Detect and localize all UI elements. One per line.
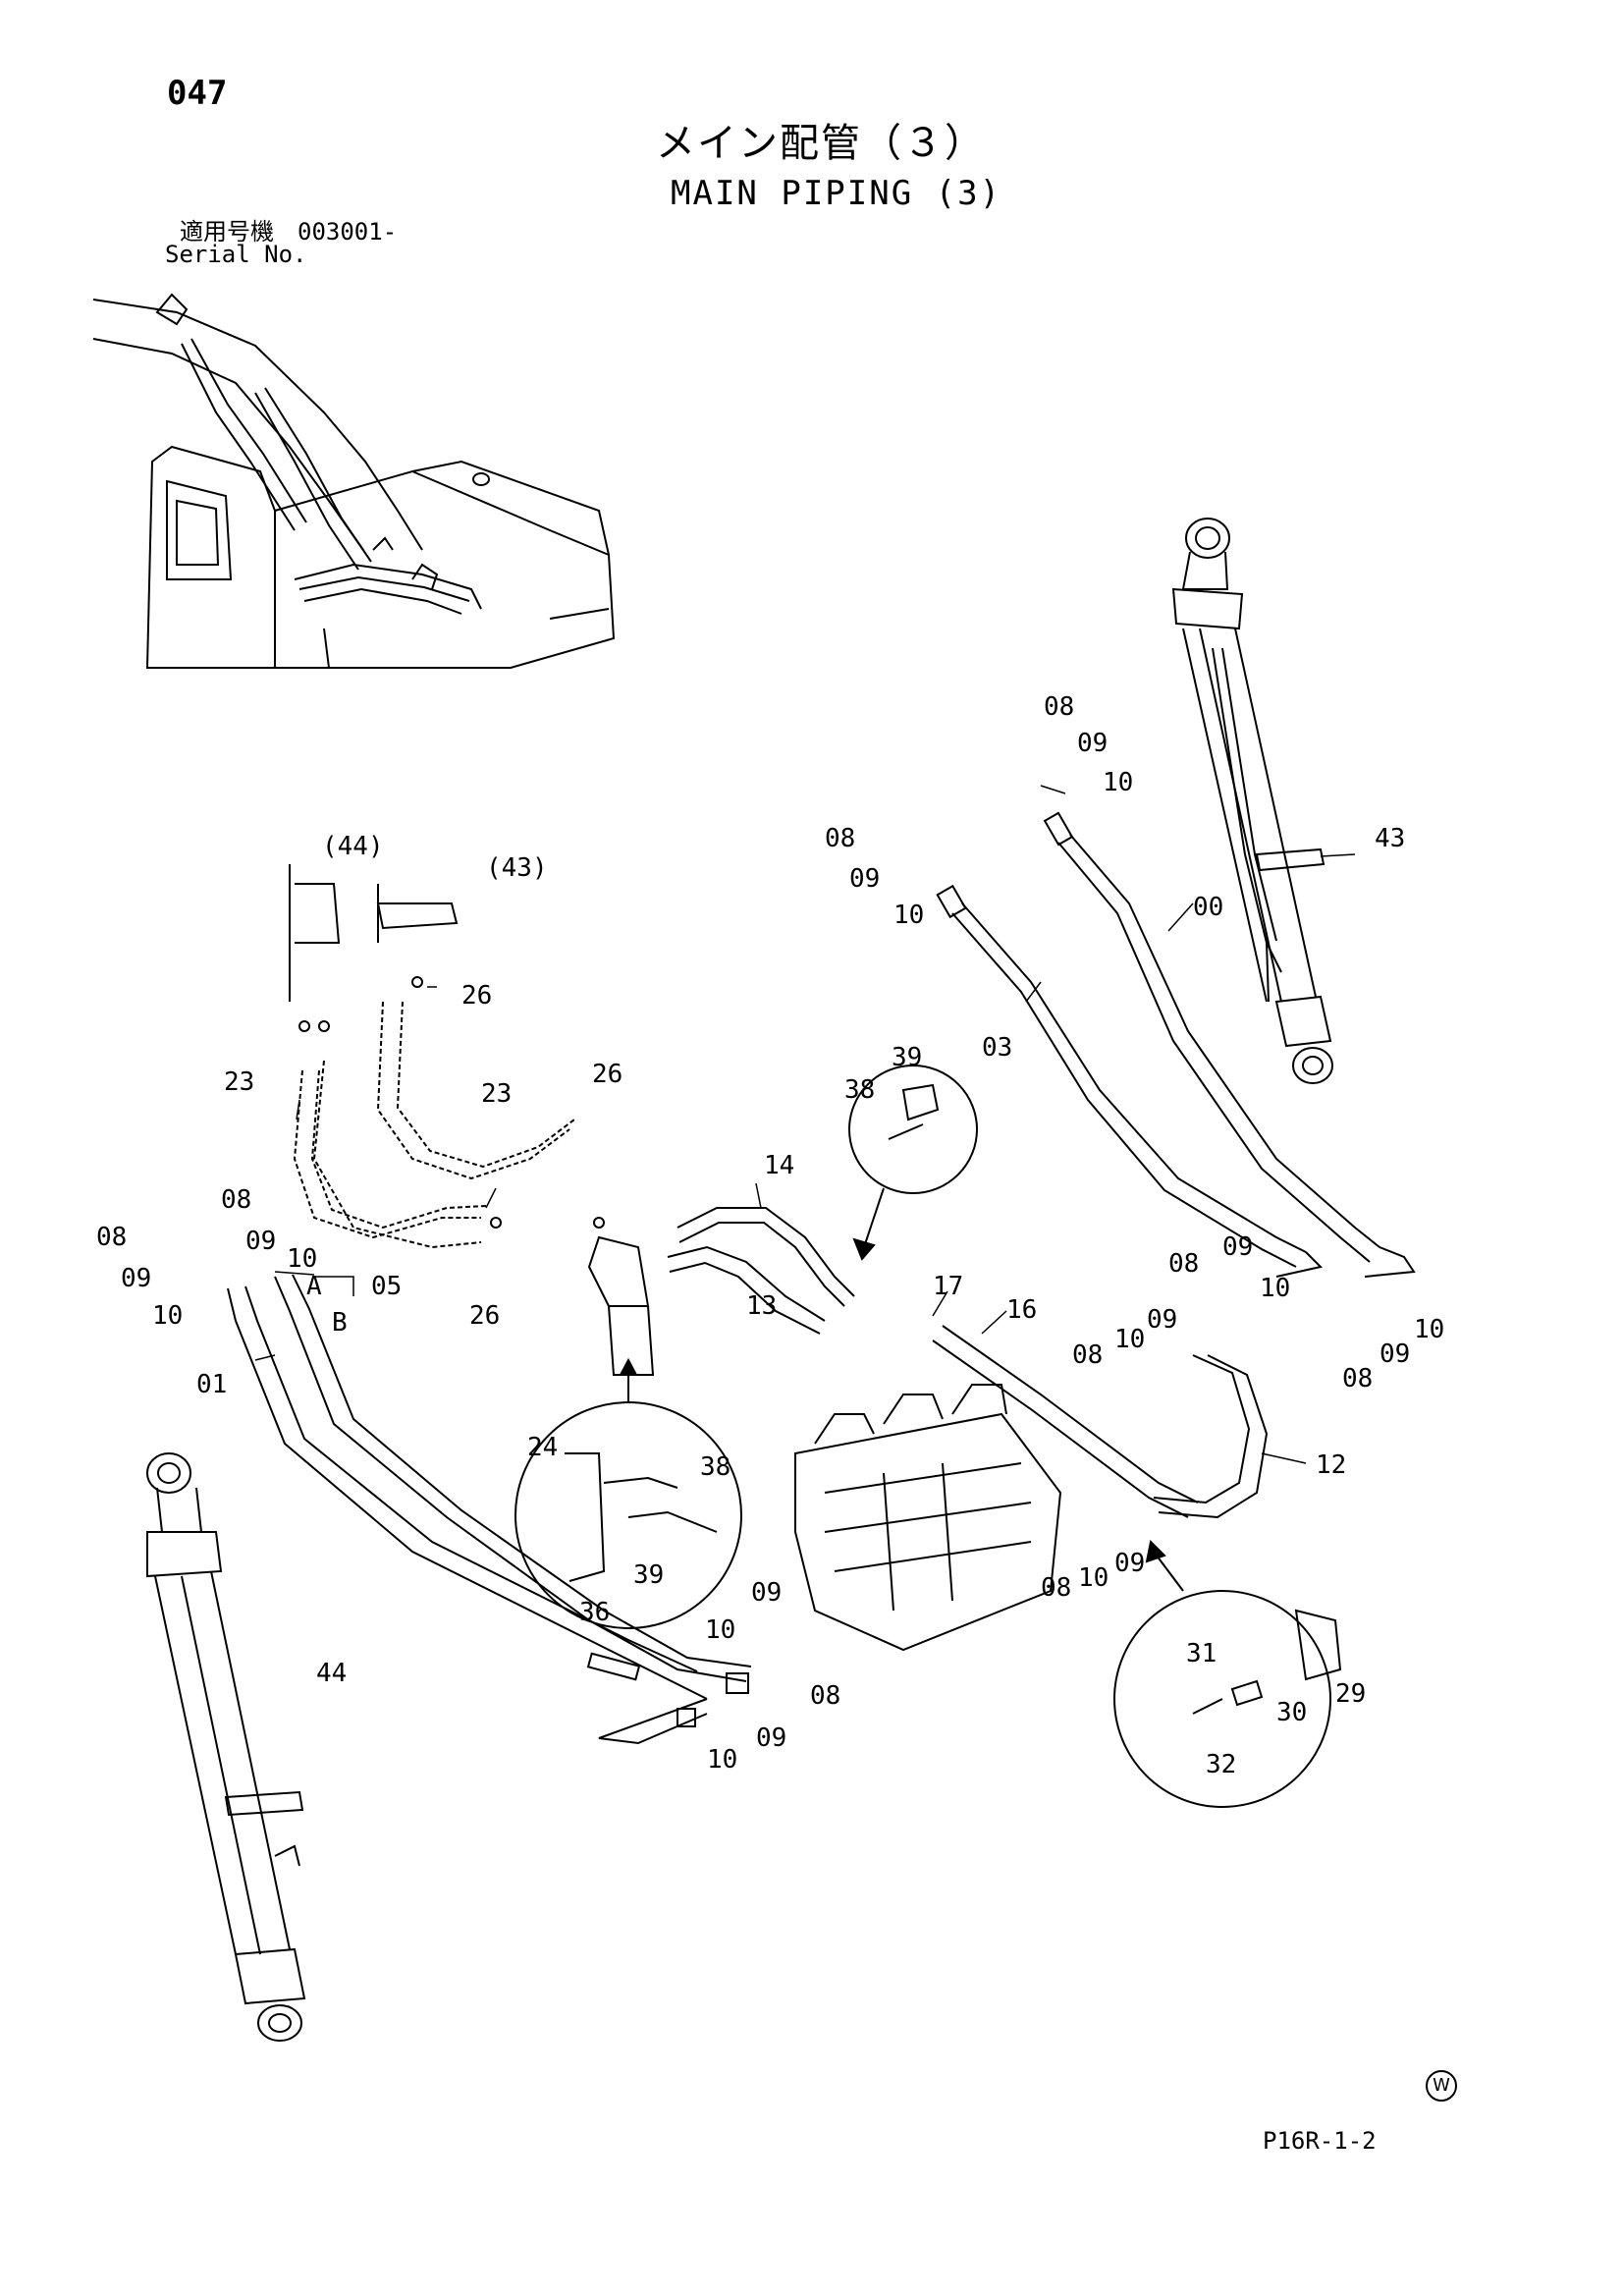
excavator-overview <box>92 293 616 669</box>
callout-38: 38 <box>844 1075 875 1105</box>
cylinder-44 <box>146 1452 306 2042</box>
callout-12: 12 <box>1316 1450 1346 1480</box>
callout-30: 30 <box>1276 1698 1307 1727</box>
callout-10: 10 <box>152 1301 183 1331</box>
callout-05: 05 <box>371 1272 402 1301</box>
callout-09: 09 <box>1077 729 1108 758</box>
pipe-16-12 <box>932 1325 1269 1519</box>
callout-08: 08 <box>825 824 855 853</box>
callout-43-ref: (43) <box>486 853 548 883</box>
callout-10: 10 <box>707 1745 737 1775</box>
hose-23 <box>293 1001 575 1249</box>
callout-14: 14 <box>764 1151 794 1180</box>
callout-00: 00 <box>1193 893 1223 922</box>
callout-08: 08 <box>810 1681 840 1711</box>
callout-26: 26 <box>461 981 492 1011</box>
callout-10: 10 <box>1078 1563 1109 1593</box>
callout-23: 23 <box>224 1067 254 1097</box>
callout-10: 10 <box>287 1244 317 1274</box>
callout-17: 17 <box>933 1272 963 1301</box>
hose-03 <box>936 884 1323 1278</box>
leader-lines <box>254 785 1356 1464</box>
callout-09: 09 <box>756 1723 786 1753</box>
callout-38: 38 <box>700 1452 730 1482</box>
serial-label-japanese: 適用号機 003001- <box>180 218 398 246</box>
callout-09: 09 <box>121 1264 151 1293</box>
title-english: MAIN PIPING (3) <box>671 174 1002 213</box>
detail-circle-clamp <box>848 1065 978 1261</box>
callout-08: 08 <box>1044 692 1074 722</box>
pipe-13-14 <box>587 1207 855 1376</box>
callout-01: 01 <box>196 1370 227 1399</box>
callout-24: 24 <box>527 1433 558 1462</box>
port-b-label: B <box>332 1308 348 1338</box>
callout-10: 10 <box>1114 1325 1145 1354</box>
callout-09: 09 <box>1222 1232 1253 1262</box>
detail-circle-bracket <box>514 1357 742 1629</box>
callout-08: 08 <box>1072 1340 1103 1370</box>
callout-29: 29 <box>1335 1679 1366 1709</box>
callout-10: 10 <box>705 1615 735 1645</box>
upper-fittings <box>289 864 605 1229</box>
detail-circle-clip <box>1113 1539 1342 1808</box>
callout-09: 09 <box>245 1227 276 1256</box>
callout-36: 36 <box>579 1598 610 1627</box>
callout-16: 16 <box>1006 1295 1037 1325</box>
page-number: 047 <box>167 74 228 113</box>
callout-03: 03 <box>982 1033 1012 1063</box>
callout-23: 23 <box>481 1079 512 1109</box>
callout-31: 31 <box>1186 1639 1217 1668</box>
pipe-01-05 <box>227 1274 752 1745</box>
callout-10: 10 <box>1260 1274 1290 1303</box>
callout-13: 13 <box>746 1291 777 1321</box>
callout-09: 09 <box>751 1578 782 1608</box>
callout-08: 08 <box>1168 1249 1199 1279</box>
title-japanese: メイン配管（３） <box>656 121 986 166</box>
callout-10: 10 <box>1103 768 1133 797</box>
document-code: P16R-1-2 <box>1263 2127 1377 2155</box>
callout-08: 08 <box>96 1223 127 1252</box>
callout-09: 09 <box>849 864 880 894</box>
callout-39: 39 <box>892 1043 922 1072</box>
cylinder-43 <box>1171 518 1333 1084</box>
callout-09: 09 <box>1380 1339 1410 1369</box>
callout-26: 26 <box>469 1301 500 1331</box>
callout-39: 39 <box>633 1560 664 1590</box>
callout-08: 08 <box>221 1185 251 1215</box>
callout-09: 09 <box>1114 1549 1145 1578</box>
callout-10: 10 <box>893 901 924 930</box>
callout-08: 08 <box>1342 1364 1373 1394</box>
callout-09: 09 <box>1147 1305 1177 1335</box>
callout-10: 10 <box>1414 1315 1444 1344</box>
callout-26: 26 <box>592 1060 622 1089</box>
callout-44: 44 <box>316 1659 347 1688</box>
callout-labels: 08 09 10 08 09 10 43 00 03 (44) (43) 26 … <box>96 692 1444 1779</box>
callout-32: 32 <box>1206 1750 1236 1779</box>
w-circle-mark: W <box>1426 2070 1457 2102</box>
serial-label-english: Serial No. <box>165 241 307 268</box>
callout-08: 08 <box>1041 1573 1071 1603</box>
control-valve <box>794 1384 1062 1652</box>
port-a-label: A <box>306 1272 322 1301</box>
callout-44-ref: (44) <box>322 832 384 861</box>
callout-43: 43 <box>1375 824 1405 853</box>
hose-00 <box>1043 811 1416 1278</box>
